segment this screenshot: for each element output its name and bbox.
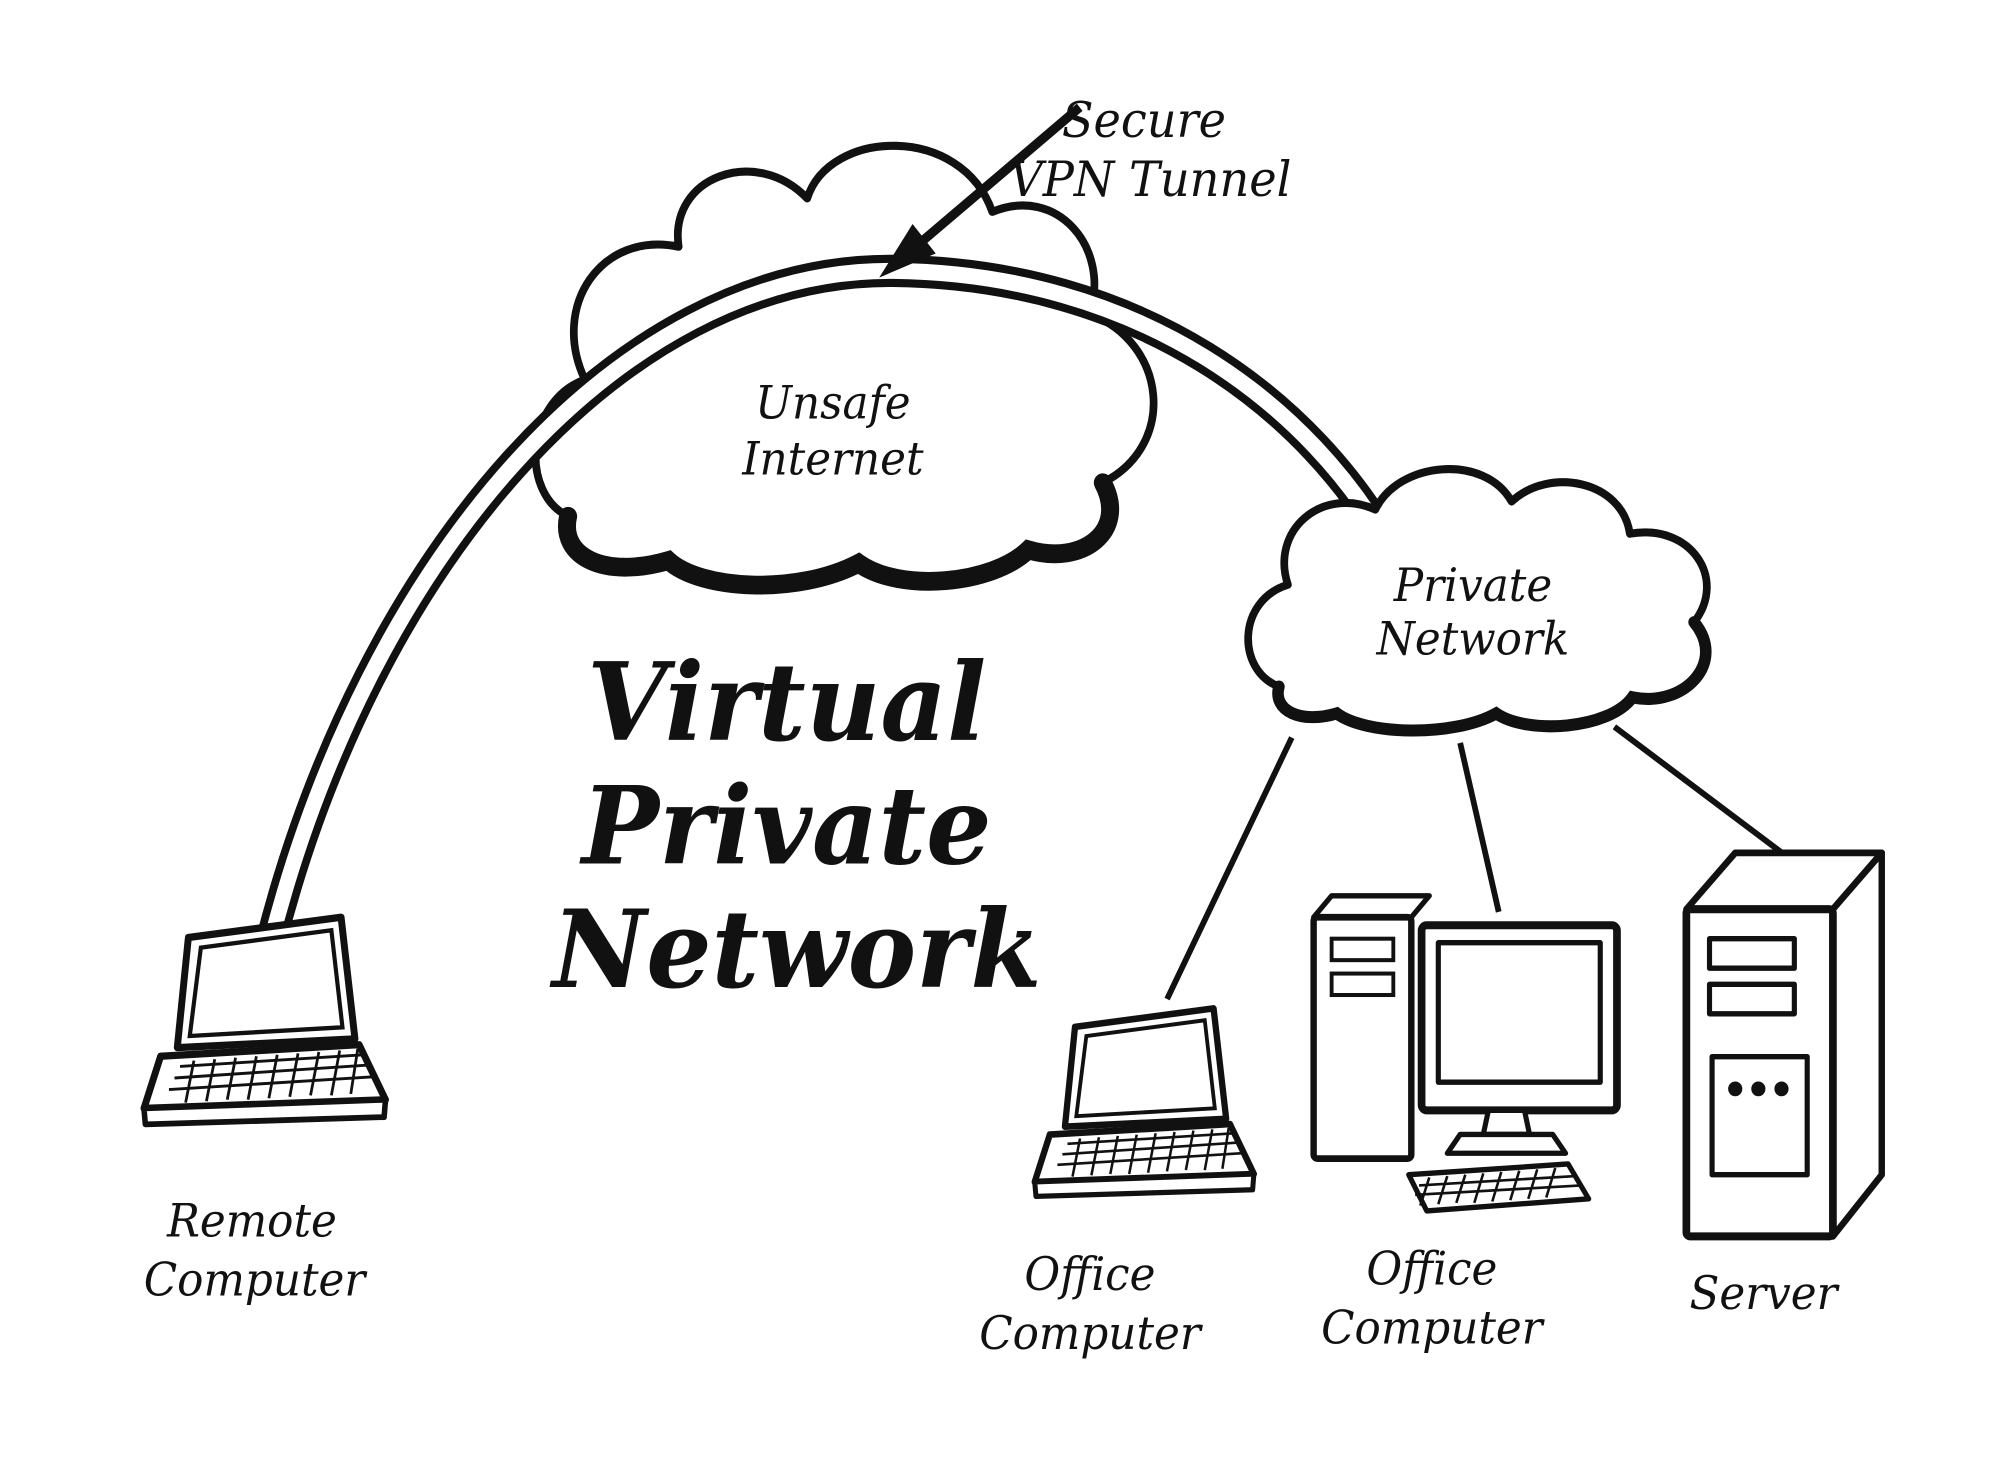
- office-laptop-label-line2: Computer: [979, 1307, 1203, 1360]
- internet-cloud-label-line1: Unsafe: [755, 377, 910, 430]
- unsafe-internet-cloud-thick-bottom: [558, 473, 1120, 595]
- remote-computer-laptop-icon: [144, 917, 386, 1124]
- tunnel-label-line2: VPN Tunnel: [1009, 152, 1291, 208]
- remote-computer-label-line1: Remote: [166, 1195, 337, 1248]
- page-title-line1: Virtual: [587, 639, 986, 766]
- server-label: Server: [1689, 1267, 1840, 1320]
- page-title-line2: Private: [579, 763, 992, 890]
- private-cloud-label-line1: Private: [1393, 559, 1552, 612]
- server-icon: [1682, 849, 1885, 1241]
- office-desktop-label-line2: Computer: [1321, 1302, 1545, 1355]
- desktop-drive-bay-2: [1329, 971, 1396, 998]
- server-led-3: [1774, 1081, 1789, 1097]
- page-title-line3: Network: [549, 886, 1041, 1013]
- office-laptop-label-line1: Office: [1024, 1248, 1155, 1301]
- desktop-drive-bay-1: [1329, 936, 1396, 963]
- desktop-monitor-base: [1444, 1131, 1569, 1156]
- office-laptop-icon: [1035, 1008, 1254, 1196]
- desktop-keyboard: [1406, 1161, 1592, 1214]
- tunnel-label-line1: Secure: [1062, 93, 1226, 149]
- connection-line-office-desktop: [1457, 742, 1502, 913]
- desktop-monitor-screen: [1435, 940, 1603, 1085]
- arrow-shaft: [917, 103, 1083, 247]
- server-bay-2: [1706, 981, 1797, 1017]
- remote-computer-label-line2: Computer: [144, 1254, 368, 1307]
- private-cloud-label-line2: Network: [1376, 613, 1570, 666]
- desktop-monitor-neck: [1480, 1107, 1533, 1138]
- server-bay-1: [1706, 936, 1797, 971]
- desktop-keyboard-grid: [1415, 1167, 1582, 1206]
- arrow-head-icon: [879, 223, 936, 278]
- vpn-tunnel-arc: [255, 254, 1409, 950]
- private-network-cloud: [1244, 465, 1712, 737]
- office-desktop-icon: [1310, 893, 1621, 1214]
- server-side-face: [1829, 849, 1885, 1240]
- tunnel-pointer-arrow: [879, 103, 1083, 278]
- unsafe-internet-cloud: [531, 141, 1158, 595]
- connection-line-office-laptop: [1164, 736, 1295, 1001]
- server-led-2: [1751, 1081, 1766, 1097]
- office-desktop-label-line1: Office: [1366, 1243, 1497, 1296]
- server-led-1: [1728, 1081, 1743, 1097]
- network-connection-lines: [1164, 724, 1791, 1001]
- server-panel: [1709, 1054, 1810, 1178]
- private-network-cloud-thick-bottom: [1272, 616, 1712, 737]
- connection-line-server: [1612, 724, 1791, 861]
- labels: Secure VPN Tunnel Unsafe Internet Privat…: [144, 93, 1840, 1360]
- vpn-tunnel-arc-inner: [262, 262, 1402, 948]
- internet-cloud-label-line2: Internet: [741, 433, 923, 486]
